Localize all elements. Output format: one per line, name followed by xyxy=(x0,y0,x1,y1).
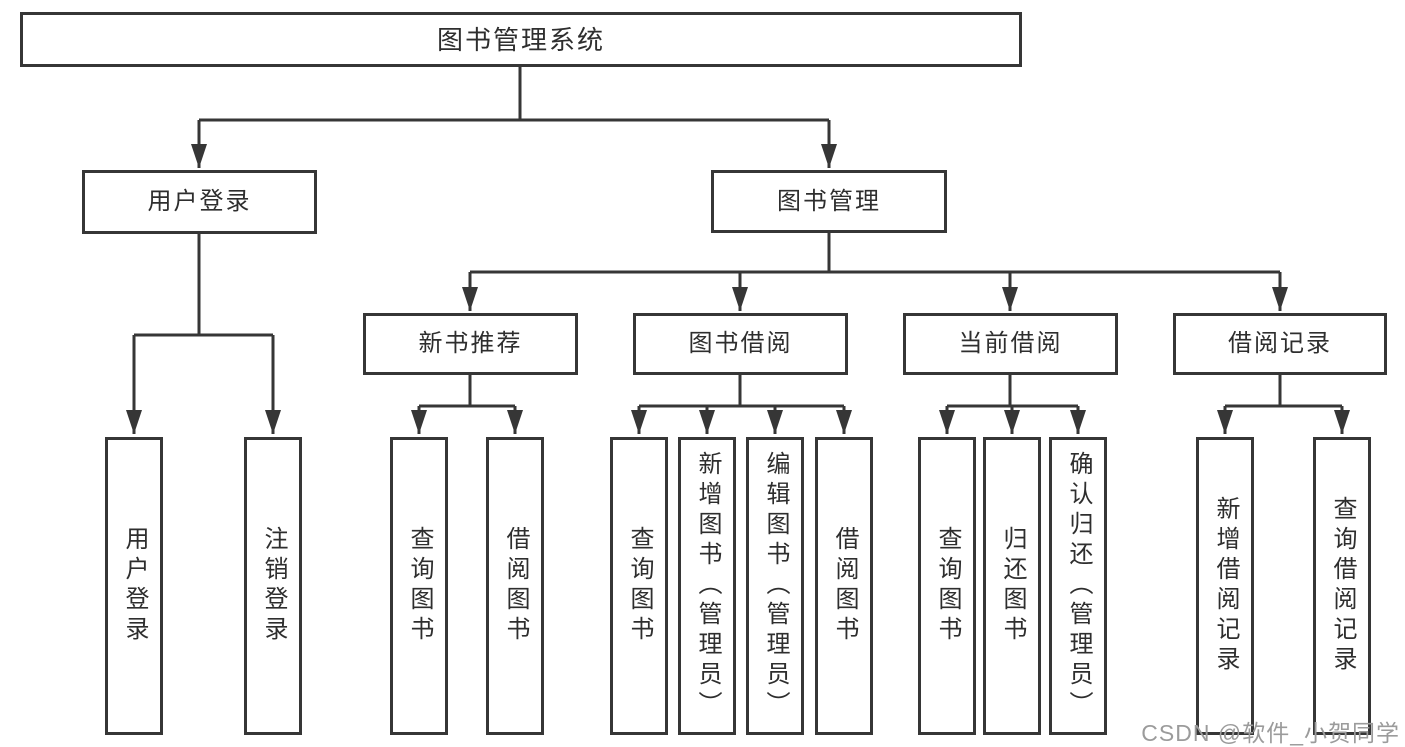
leaf-user-login: 用户登录 xyxy=(105,437,163,735)
node-label: 注销登录 xyxy=(260,526,287,646)
node-label: 借阅记录 xyxy=(1228,330,1332,357)
leaf-query-borrow-record: 查询借阅记录 xyxy=(1313,437,1371,735)
node-user-login: 用户登录 xyxy=(82,170,317,234)
node-label: 借阅图书 xyxy=(502,526,529,646)
node-label: 新书推荐 xyxy=(418,330,523,357)
node-label: 查询图书 xyxy=(934,526,961,646)
node-label: 查询图书 xyxy=(406,526,433,646)
leaf-return-books: 归还图书 xyxy=(983,437,1041,735)
leaf-edit-book-admin: 编辑图书（管理员） xyxy=(746,437,804,735)
csdn-watermark: CSDN @软件_小贺同学 xyxy=(1141,720,1400,746)
node-label: 借阅图书 xyxy=(831,526,858,646)
node-label: 查询借阅记录 xyxy=(1329,496,1356,676)
node-borrowing-records: 借阅记录 xyxy=(1173,313,1387,375)
node-label: 用户登录 xyxy=(121,526,148,646)
node-new-book-recommend: 新书推荐 xyxy=(363,313,578,375)
node-library-management-system: 图书管理系统 xyxy=(20,12,1022,67)
node-label: 归还图书 xyxy=(999,526,1026,646)
leaf-add-book-admin: 新增图书（管理员） xyxy=(678,437,736,735)
leaf-confirm-return-admin: 确认归还（管理员） xyxy=(1049,437,1107,735)
node-book-management: 图书管理 xyxy=(711,170,947,233)
node-label: 新增图书（管理员） xyxy=(694,451,721,721)
node-label: 新增借阅记录 xyxy=(1212,496,1239,676)
leaf-add-borrow-record: 新增借阅记录 xyxy=(1196,437,1254,735)
node-label: 确认归还（管理员） xyxy=(1065,451,1092,721)
leaf-borrow-books-borrowing: 借阅图书 xyxy=(815,437,873,735)
leaf-query-books-borrowing: 查询图书 xyxy=(610,437,668,735)
node-label: 用户登录 xyxy=(147,188,252,215)
node-label: 图书管理 xyxy=(777,187,881,215)
node-current-borrowing: 当前借阅 xyxy=(903,313,1118,375)
node-label: 查询图书 xyxy=(626,526,653,646)
node-book-borrowing: 图书借阅 xyxy=(633,313,848,375)
leaf-query-books-current: 查询图书 xyxy=(918,437,976,735)
node-label: 图书借阅 xyxy=(688,330,793,357)
leaf-logout: 注销登录 xyxy=(244,437,302,735)
node-label: 当前借阅 xyxy=(958,330,1063,357)
leaf-query-books-recommend: 查询图书 xyxy=(390,437,448,735)
node-label: 编辑图书（管理员） xyxy=(762,451,789,721)
leaf-borrow-books-recommend: 借阅图书 xyxy=(486,437,544,735)
node-label: 图书管理系统 xyxy=(436,24,605,55)
